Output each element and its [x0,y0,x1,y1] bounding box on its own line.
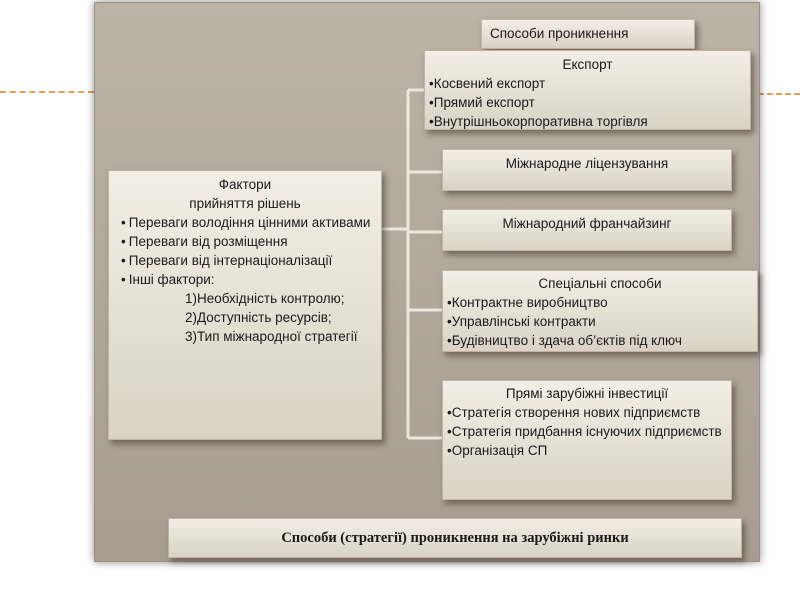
franchising-title: Міжнародний франчайзинг [502,216,672,231]
list-item: Внутрішньокорпоративна торгівля [429,112,746,131]
bottom-title-box: Способи (стратегії) проникнення на заруб… [168,518,742,558]
list-item: Будівництво і здача об’єктів під ключ [447,331,753,350]
factors-box: Фактори прийняття рішень Переваги володі… [108,170,382,440]
list-item: Прямий експорт [429,93,746,112]
list-item: Стратегія придбання існуючих підприємств [447,422,727,441]
licensing-title: Міжнародне ліцензування [505,156,669,171]
fdi-box: Прямі зарубіжні інвестиції Стратегія ств… [442,380,732,500]
list-item: Переваги від розміщення [113,232,377,251]
list-item: Організація СП [447,441,727,460]
list-item: Переваги від інтернаціоналізації [113,251,377,270]
export-list: Косвений експорт Прямий експорт Внутрішн… [429,74,746,131]
export-box: Експорт Косвений експорт Прямий експорт … [424,50,751,130]
export-title: Експорт [562,57,613,72]
header-label-box: Способи проникнення [481,19,695,49]
list-item: Переваги володіння цінними активами [113,213,377,232]
bottom-title: Способи (стратегії) проникнення на заруб… [281,530,629,546]
other-factors-list: 1)Необхідність контролю; 2)Доступність р… [113,289,377,346]
factors-title-line-1: Фактори [218,177,272,192]
decorative-line-left [0,91,94,93]
sub-list-item: 3)Тип міжнародної стратегії [185,329,358,344]
fdi-title: Прямі зарубіжні інвестиції [505,386,669,401]
franchising-box: Міжнародний франчайзинг [442,209,732,251]
fdi-list: Стратегія створення нових підприємств Ст… [447,403,727,460]
list-item: Управлінські контракти [447,312,753,331]
list-item: Стратегія створення нових підприємств [447,403,727,422]
header-label: Способи проникнення [490,26,629,41]
sub-list-item: 1)Необхідність контролю; [185,291,345,306]
list-item: Косвений експорт [429,74,746,93]
list-item: Інші фактори: [113,270,377,289]
licensing-box: Міжнародне ліцензування [442,149,732,191]
sub-list-item: 2)Доступність ресурсів; [185,310,332,325]
special-methods-list: Контрактне виробництво Управлінські конт… [447,293,753,350]
list-item: Контрактне виробництво [447,293,753,312]
special-methods-box: Спеціальні способи Контрактне виробництв… [442,270,758,352]
special-methods-title: Спеціальні способи [538,276,662,291]
decorative-line-right [758,93,800,95]
factors-title-line-2: прийняття рішень [189,196,301,211]
factors-list: Переваги володіння цінними активами Пере… [113,213,377,289]
